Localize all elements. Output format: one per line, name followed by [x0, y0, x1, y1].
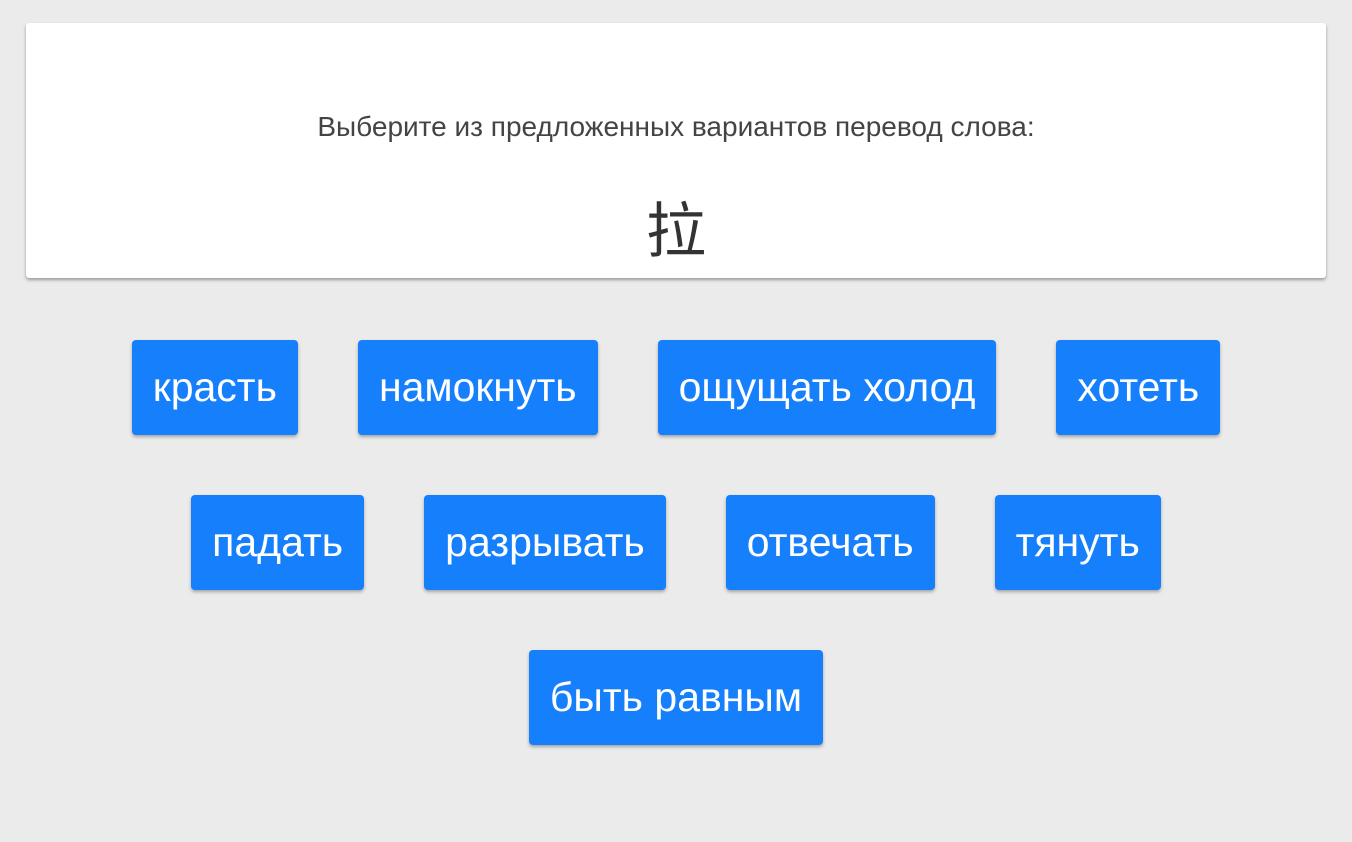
answer-button[interactable]: тянуть — [994, 495, 1161, 590]
question-word: 拉 — [646, 197, 706, 267]
answer-row: красть намокнуть ощущать холод хотеть — [0, 340, 1352, 435]
answer-options: красть намокнуть ощущать холод хотеть па… — [0, 340, 1352, 805]
answer-button[interactable]: падать — [191, 495, 365, 590]
answer-button[interactable]: отвечать — [725, 495, 935, 590]
answer-row: быть равным — [0, 650, 1352, 745]
answer-row: падать разрывать отвечать тянуть — [0, 495, 1352, 590]
answer-button[interactable]: хотеть — [1056, 340, 1221, 435]
answer-button[interactable]: быть равным — [528, 650, 824, 745]
answer-button[interactable]: красть — [131, 340, 298, 435]
question-prompt: Выберите из предложенных вариантов перев… — [317, 111, 1035, 142]
answer-button[interactable]: ощущать холод — [657, 340, 997, 435]
answer-button[interactable]: разрывать — [424, 495, 666, 590]
question-card: Выберите из предложенных вариантов перев… — [26, 23, 1326, 278]
answer-button[interactable]: намокнуть — [357, 340, 598, 435]
